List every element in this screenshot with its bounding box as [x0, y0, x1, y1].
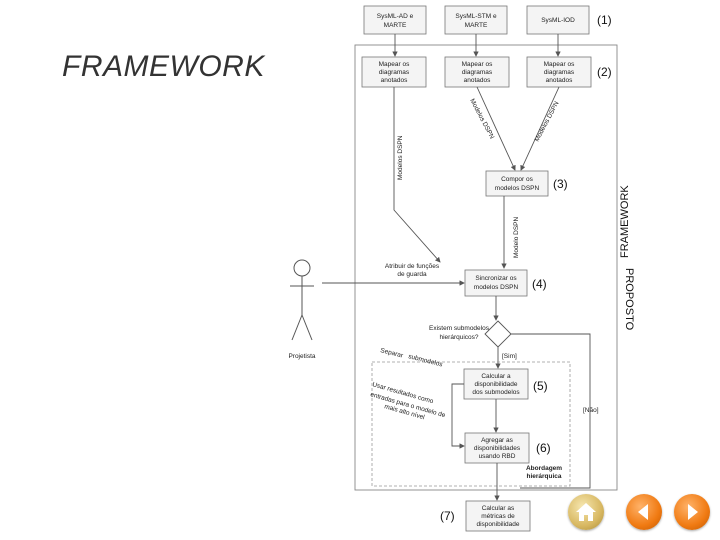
map-box-2: Mapear os diagramas anotados	[444, 56, 510, 88]
middle-vertical-label: Modelo DSPN	[513, 217, 520, 258]
top-box-sysml-stm: SysML-STM e MARTE	[444, 5, 508, 35]
svg-text:modelos DSPN: modelos DSPN	[474, 284, 519, 291]
svg-text:Atribuir de funções: Atribuir de funções	[385, 263, 440, 270]
svg-text:disponibilidade: disponibilidade	[476, 521, 519, 528]
home-icon	[576, 503, 596, 521]
hierarchical-label: Abordagem hierárquica	[526, 465, 562, 480]
separate-label: Separar submodelos	[380, 347, 444, 368]
slide-title: FRAMEWORK	[62, 50, 265, 83]
forward-arrow-icon	[688, 504, 698, 520]
sync-box: Sincronizar os modelos DSPN	[464, 269, 528, 297]
side-label-framework: FRAMEWORK	[619, 185, 631, 258]
svg-text:diagramas: diagramas	[544, 69, 575, 76]
attribute-box: Atribuir de funções de guarda	[385, 263, 440, 278]
no-label: [Não]	[583, 407, 599, 414]
aggregate-box: Agregar as disponibilidades usando RBD	[464, 432, 530, 464]
svg-text:anotados: anotados	[464, 77, 491, 84]
svg-text:Calcular as: Calcular as	[482, 505, 515, 512]
final-box: Calcular as métricas de disponibilidade	[465, 500, 531, 532]
svg-text:Mapear os: Mapear os	[462, 61, 493, 68]
svg-text:Calcular a: Calcular a	[481, 373, 511, 380]
svg-text:modelos DSPN: modelos DSPN	[495, 185, 540, 192]
svg-text:SysML-AD e: SysML-AD e	[377, 13, 414, 20]
left-vertical-label: Modelos DSPN	[397, 135, 404, 180]
step-label-1: (1)	[597, 13, 612, 27]
svg-text:anotados: anotados	[546, 77, 573, 84]
svg-text:Mapear os: Mapear os	[379, 61, 410, 68]
compose-box: Compor os modelos DSPN	[485, 170, 549, 197]
back-arrow-icon	[638, 504, 648, 520]
svg-text:Agregar as: Agregar as	[481, 437, 514, 444]
svg-text:anotados: anotados	[381, 77, 408, 84]
framework-frame	[354, 44, 618, 491]
svg-text:diagramas: diagramas	[462, 69, 493, 76]
side-label-proposed: PROPOSTO	[623, 268, 635, 331]
decision-diamond: Existem submodelos hierárquicos?	[429, 320, 512, 348]
svg-text:disponibilidades: disponibilidades	[474, 445, 521, 452]
svg-text:submodelos: submodelos	[408, 353, 444, 368]
yes-label: [Sim]	[502, 353, 517, 360]
map-box-3: Mapear os diagramas anotados	[526, 56, 592, 88]
svg-text:hierárquica: hierárquica	[526, 473, 561, 480]
step-label-3: (3)	[553, 177, 568, 191]
step-label-6: (6)	[536, 441, 551, 455]
svg-text:SysML-STM e: SysML-STM e	[455, 13, 497, 20]
step-label-4: (4)	[532, 277, 547, 291]
actor-figure	[290, 259, 314, 341]
back-button[interactable]	[626, 494, 662, 530]
svg-text:Sincronizar os: Sincronizar os	[475, 275, 517, 282]
step-label-7: (7)	[440, 509, 455, 523]
map-box-1: Mapear os diagramas anotados	[361, 56, 427, 88]
svg-text:Separar: Separar	[380, 347, 405, 360]
svg-text:dos submodelos: dos submodelos	[472, 389, 520, 396]
svg-text:MARTE: MARTE	[384, 22, 407, 29]
actor-label: Projetista	[288, 353, 315, 360]
svg-text:Compor os: Compor os	[501, 176, 534, 183]
use-results-label: Usar resultados como entradas para o mod…	[369, 381, 446, 421]
svg-text:diagramas: diagramas	[379, 69, 410, 76]
svg-text:Existem submodelos: Existem submodelos	[429, 325, 490, 332]
calc-box: Calcular a disponibilidade dos submodelo…	[463, 368, 529, 400]
svg-text:MARTE: MARTE	[465, 22, 488, 29]
svg-text:SysML-IOD: SysML-IOD	[541, 17, 575, 24]
top-box-sysml-ad: SysML-AD e MARTE	[363, 5, 427, 35]
step-label-2: (2)	[597, 65, 612, 79]
svg-text:métricas de: métricas de	[481, 513, 515, 520]
forward-button[interactable]	[674, 494, 710, 530]
svg-text:Abordagem: Abordagem	[526, 465, 562, 472]
home-button[interactable]	[568, 494, 604, 530]
svg-text:de guarda: de guarda	[397, 271, 427, 278]
top-box-sysml-iod: SysML-IOD	[526, 5, 590, 35]
step-label-5: (5)	[533, 379, 548, 393]
svg-text:hierárquicos?: hierárquicos?	[439, 334, 478, 341]
svg-text:Mapear os: Mapear os	[544, 61, 575, 68]
hierarchical-region	[371, 361, 571, 487]
svg-text:disponibilidade: disponibilidade	[474, 381, 517, 388]
diag-right-label: Modelos DSPN	[534, 100, 561, 143]
svg-text:usando RBD: usando RBD	[479, 453, 516, 460]
